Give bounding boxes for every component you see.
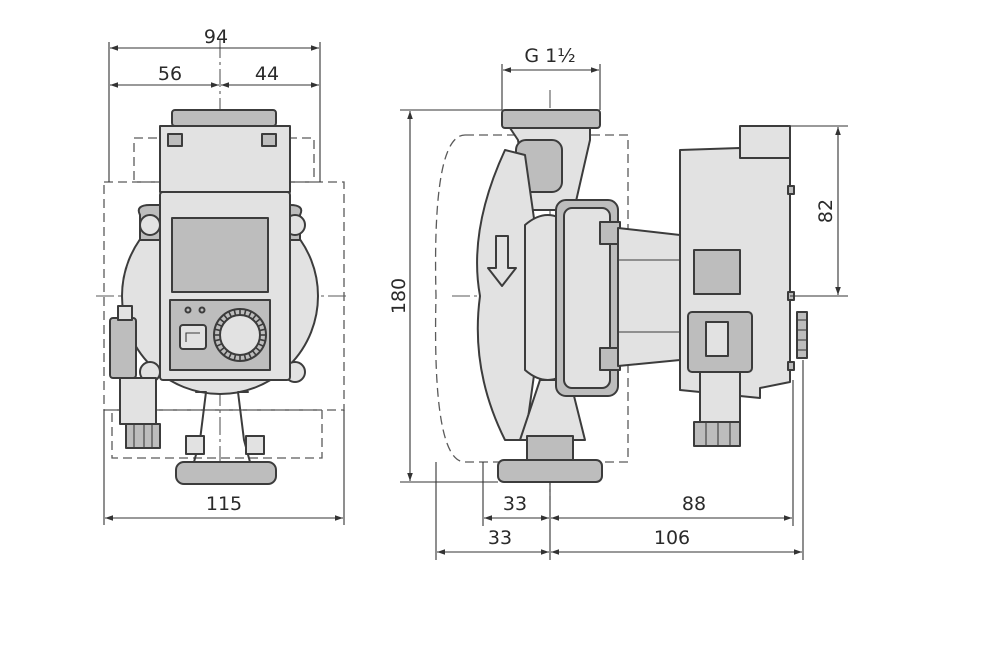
display-window: [171, 217, 269, 293]
dim-upper-right-label: 88: [682, 493, 706, 515]
knob-tick: [257, 342, 264, 348]
dim-lower-left-label: 33: [488, 527, 512, 549]
dim-bottom-width-label: 115: [206, 493, 242, 515]
knob-tick: [216, 342, 223, 348]
knob-tick: [257, 322, 264, 328]
knob-tick: [219, 346, 225, 352]
front-bottom-flange: [175, 391, 277, 485]
knob-tick: [233, 309, 237, 316]
dim-motor-height-label: 82: [815, 199, 837, 223]
knob-tick: [247, 352, 253, 359]
front-control-box: [159, 191, 291, 381]
dim-right-segment-label: 44: [255, 63, 279, 85]
knob-ticks: [214, 309, 266, 361]
front-cable-plug: [109, 305, 161, 449]
knob-tick: [223, 314, 229, 320]
dim-height-label: 180: [388, 278, 410, 314]
side-envelope-dashed: [434, 134, 629, 463]
side-control-module: [679, 125, 808, 447]
front-view: 94 56 44 115: [96, 26, 350, 525]
knob-tick: [251, 350, 257, 356]
knob-tick: [219, 318, 225, 324]
dim-lower-right-label: 106: [654, 527, 690, 549]
side-view: G 1½ 180 82 33 88 33 106: [388, 45, 848, 560]
knob-tick: [223, 350, 229, 356]
dim-left-segment-label: 56: [158, 63, 182, 85]
knob-tick: [233, 354, 237, 361]
knob-tick: [216, 322, 223, 328]
side-motor: [555, 199, 681, 397]
knob-tick: [227, 352, 233, 359]
dim-thread-label: G 1½: [524, 45, 575, 67]
flow-direction-arrow: [487, 235, 517, 287]
knob-tick: [243, 309, 247, 316]
side-dimensions: [400, 64, 848, 560]
knob-tick: [255, 346, 261, 352]
knob-tick: [214, 338, 221, 342]
knob-tick: [259, 338, 266, 342]
knob-tick: [214, 328, 221, 332]
knob-tick: [251, 314, 257, 320]
knob-tick: [259, 328, 266, 332]
knob-tick: [227, 311, 233, 318]
front-dimensions: [103, 42, 345, 525]
knob-tick: [255, 318, 261, 324]
front-top-flange: [159, 109, 291, 193]
dim-upper-left-label: 33: [503, 493, 527, 515]
knob-tick: [243, 354, 247, 361]
mode-button: [179, 324, 207, 350]
knob-tick: [247, 311, 253, 318]
dim-overall-width-label: 94: [204, 26, 228, 48]
